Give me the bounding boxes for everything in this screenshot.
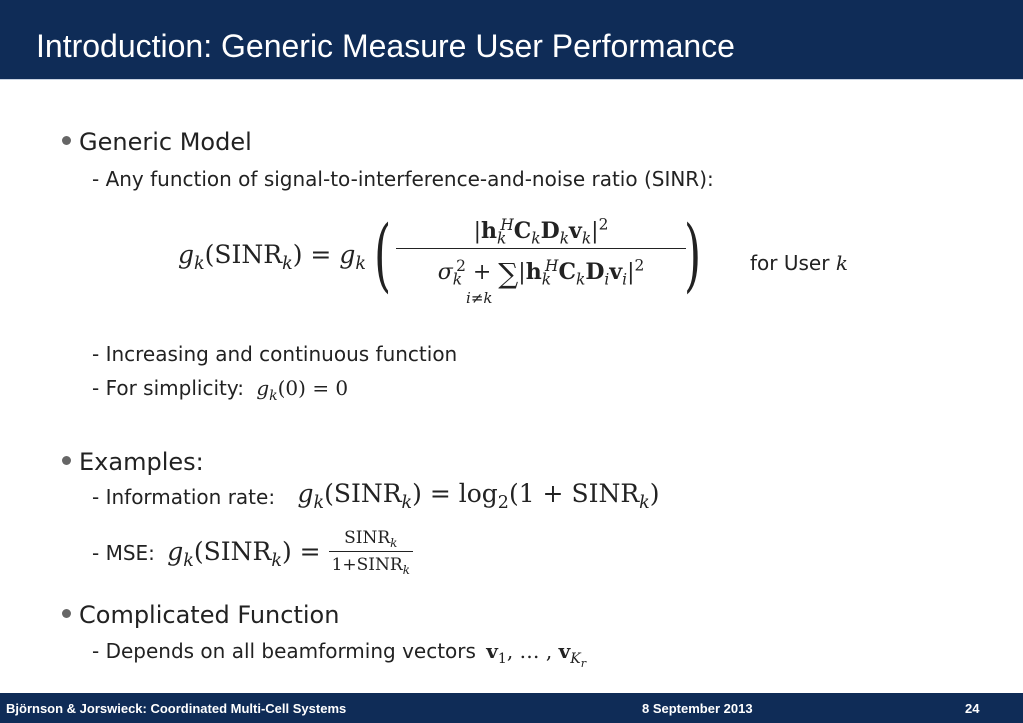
user-k-symbol: k (835, 251, 848, 275)
slide-title: Introduction: Generic Measure User Perfo… (36, 28, 735, 64)
slide-footer: Björnson & Jorswieck: Coordinated Multi-… (0, 693, 1023, 723)
footer-page-number: 24 (965, 701, 980, 716)
equation-lhs: gk(SINRk) = gk (178, 240, 366, 275)
bullet-dot-icon (62, 455, 71, 465)
equation-fraction: |hkHCkDkvk|2 σk2 + ∑|hkHCkDivi|2 i≠k (396, 217, 686, 307)
sub-item-increasing: - Increasing and continuous function (92, 342, 458, 366)
bullet-label: Complicated Function (79, 601, 340, 629)
left-paren: ( (374, 208, 392, 301)
bullet-generic-model: Generic Model (62, 127, 252, 157)
simplicity-formula: gk(0) = 0 (256, 376, 349, 404)
beamforming-vectors-formula: v1, … , vKr (486, 639, 587, 670)
sub-item-information-rate: - Information rate: gk(SINRk) = log2(1 +… (92, 479, 660, 514)
slide-header: Introduction: Generic Measure User Perfo… (0, 0, 1023, 80)
sinr-equation: gk(SINRk) = gk ( |hkHCkDkvk|2 σk2 + ∑|hk… (178, 210, 718, 320)
bullet-label: Generic Model (79, 128, 252, 156)
right-paren: ) (684, 208, 702, 301)
bullet-complicated-function: Complicated Function (62, 600, 339, 630)
footer-date: 8 September 2013 (642, 701, 753, 716)
sub-item-any-function: - Any function of signal-to-interference… (92, 167, 714, 191)
equation-numerator: |hkHCkDkvk|2 (396, 217, 686, 249)
footer-authors: Björnson & Jorswieck: Coordinated Multi-… (6, 701, 347, 716)
sub-item-simplicity: - For simplicity: gk(0) = 0 (92, 376, 349, 404)
information-rate-formula: gk(SINRk) = log2(1 + SINRk) (297, 479, 660, 514)
sum-index: i≠k (466, 289, 493, 307)
bullet-label: Examples: (79, 448, 204, 476)
sub-item-depends: - Depends on all beamforming vectors v1,… (92, 639, 587, 670)
bullet-dot-icon (62, 135, 71, 145)
for-user-label: for User k (750, 251, 848, 275)
bullet-examples: Examples: (62, 447, 204, 477)
equation-denominator: σk2 + ∑|hkHCkDivi|2 i≠k (437, 256, 645, 307)
bullet-dot-icon (62, 608, 71, 618)
